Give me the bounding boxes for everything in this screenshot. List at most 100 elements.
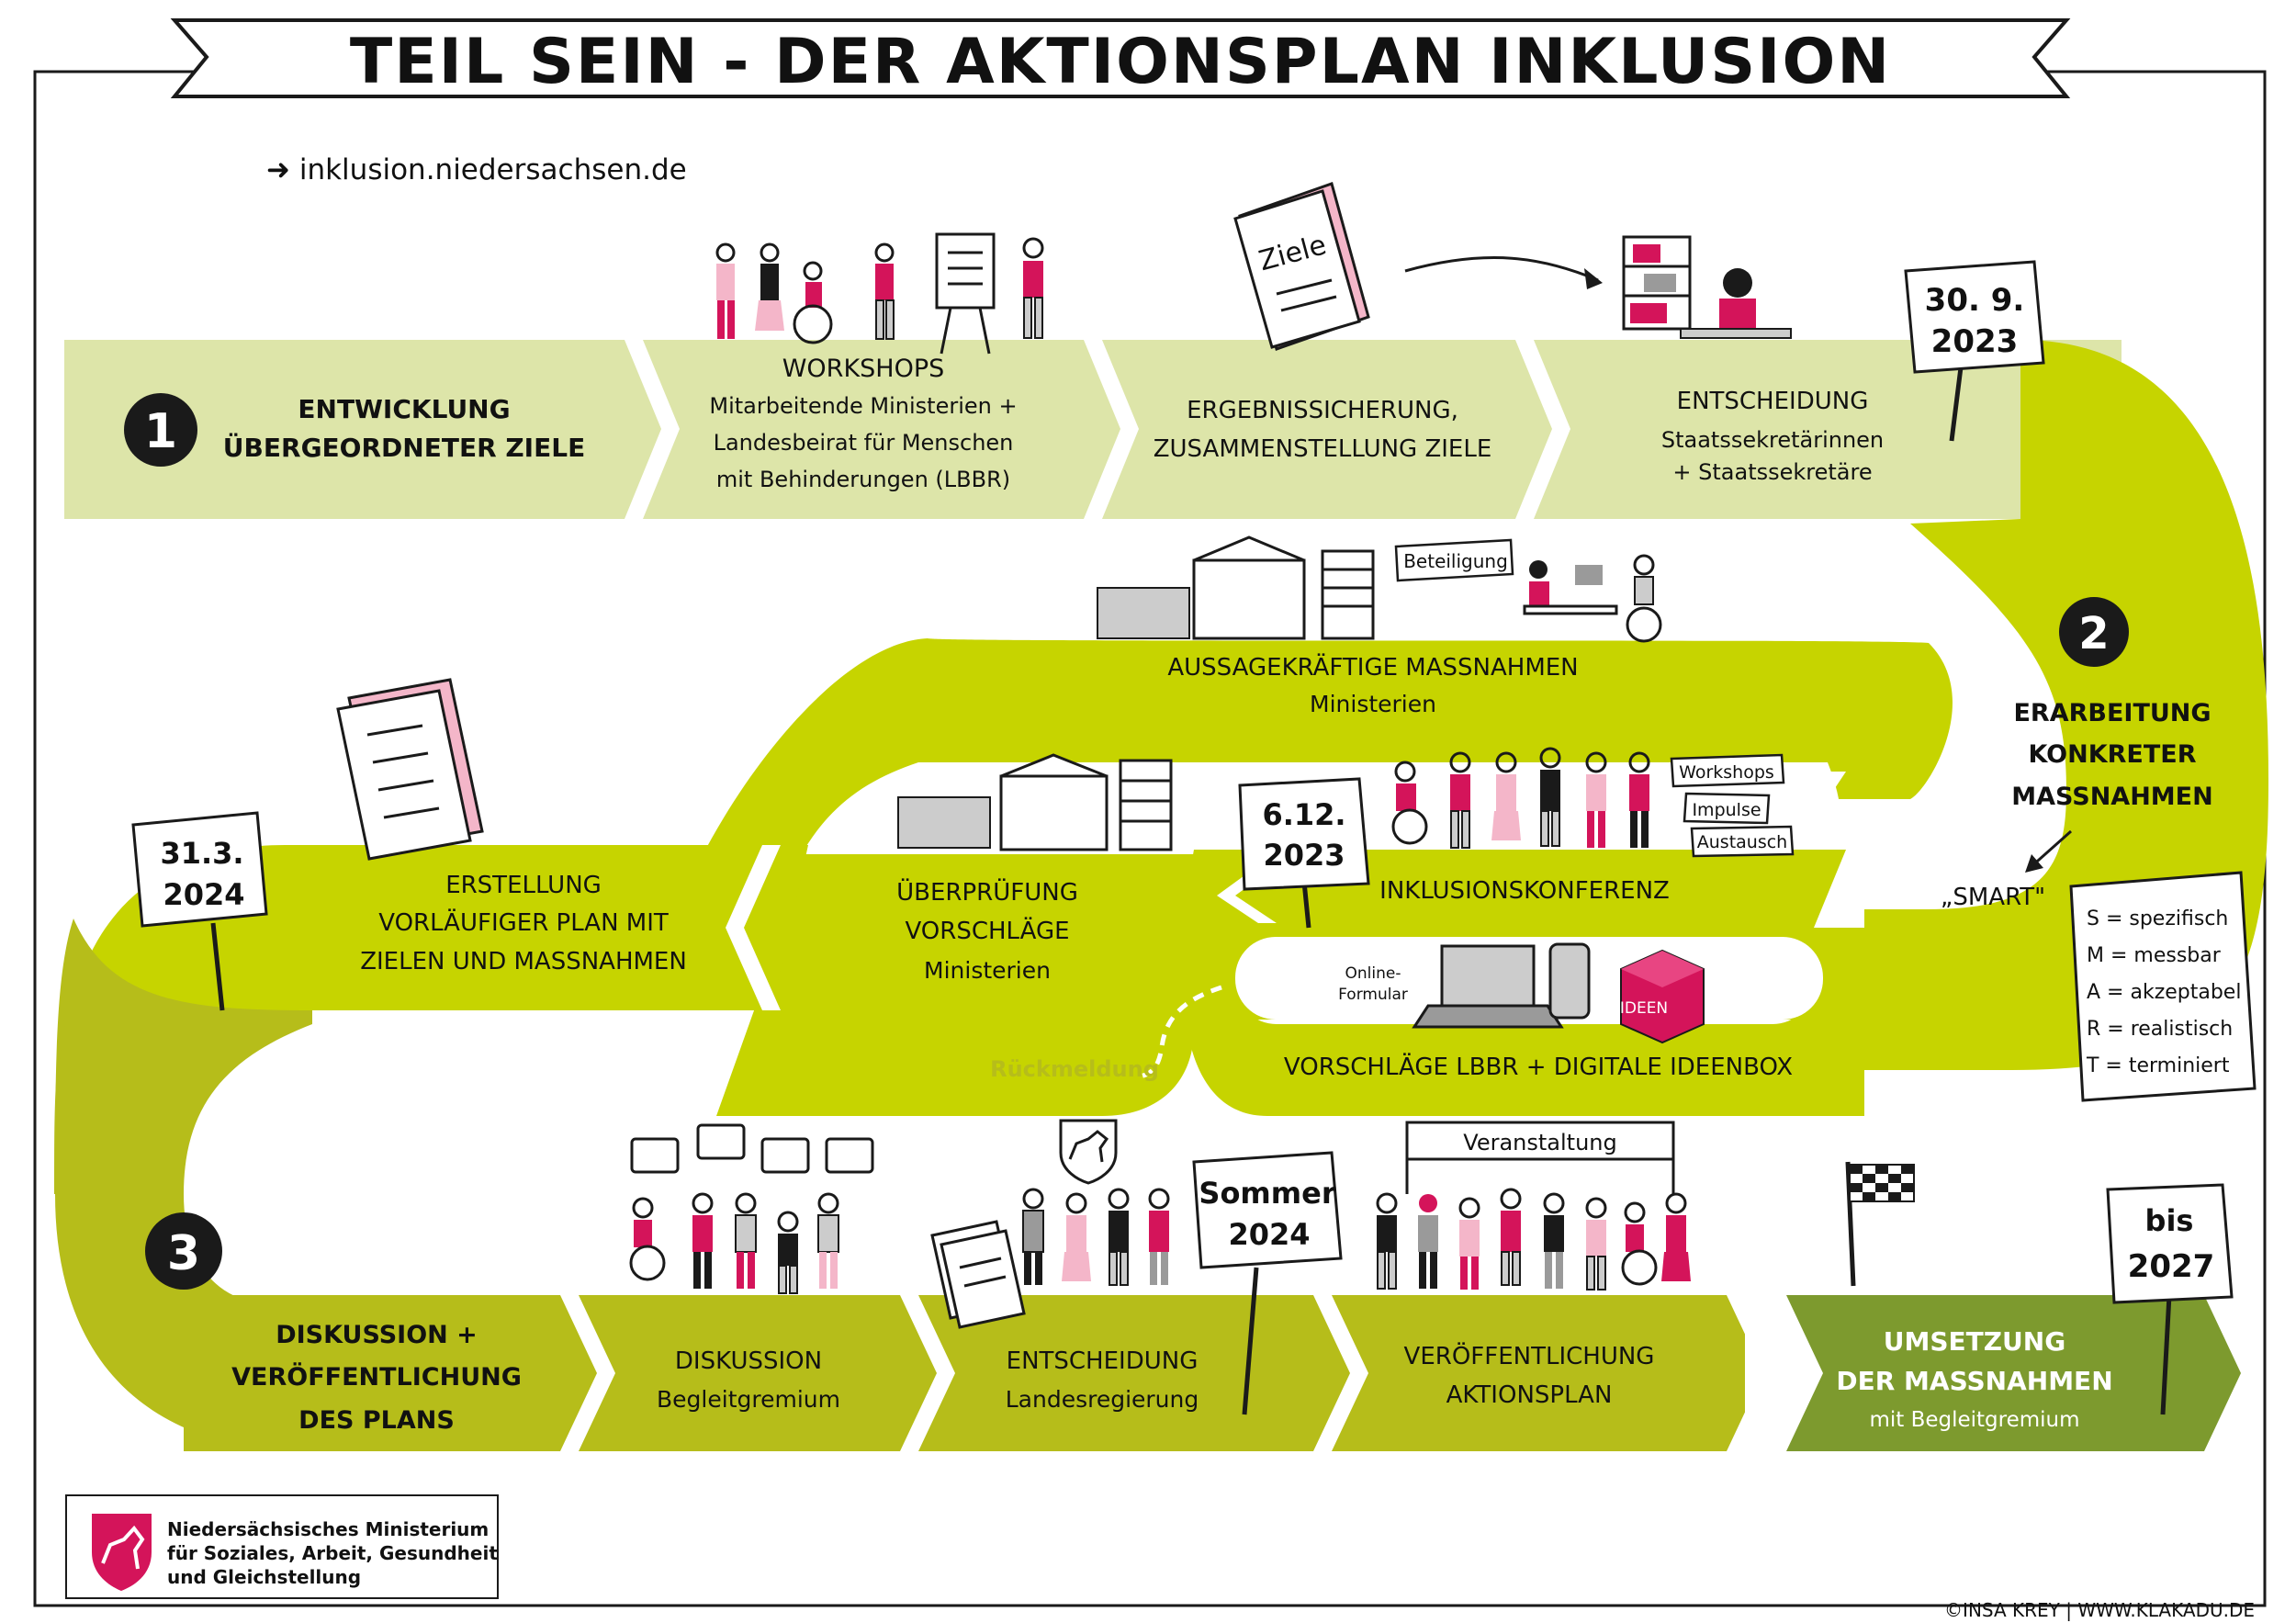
date-sign-sommer-2024: Sommer 2024 [1192,1151,1343,1415]
entscheidung3-title: ENTSCHEIDUNG [1007,1347,1199,1375]
phase-2-title-line3: MASSNAHMEN [2011,783,2212,811]
ministry-name-line2: für Soziales, Arbeit, Gesundheit [167,1542,498,1564]
phase-3: 3 DISKUSSION + VERÖFFENTLICHUNG DES PLAN… [145,1119,2234,1435]
ergebnis-line1: ERGEBNISSICHERUNG, [1187,397,1458,424]
ministry-buildings-icon [1097,535,1375,640]
date-sign-bis-2027: bis 2027 [2106,1183,2234,1415]
workshops-line1: Mitarbeitende Ministerien + [709,393,1017,419]
documents-icon [930,1220,1026,1329]
government-people-icon [1022,1188,1170,1286]
diskussion-title: DISKUSSION [675,1347,822,1375]
date-sign-31-3-2024: 31.3. 2024 [131,811,268,1011]
workshops-line2: Landesbeirat für Menschen [714,430,1014,456]
entscheidung1-line1: Staatssekretärinnen [1661,427,1884,453]
date-sign-30-9-line1: 30. 9. [1925,282,2025,319]
smart-item: T = terminiert [2086,1054,2230,1077]
phase-3-title-line3: DES PLANS [298,1406,455,1435]
ministry-buildings-2-icon [897,753,1173,851]
bis-sign-line2: 2027 [2128,1248,2215,1285]
ideas-box-label: IDEEN [1620,999,1668,1018]
pruefung-line2: VORSCHLÄGE [905,916,1069,945]
beteiligung-tag: Beteiligung [1403,550,1508,572]
date-sign-30-9-2023: 30. 9. 2023 [1904,260,2045,442]
konferenz-title: INKLUSIONSKONFERENZ [1379,877,1670,905]
entscheidung1-title: ENTSCHEIDUNG [1677,388,1869,415]
erstellung-sign-line1: 31.3. [160,836,243,871]
erstellung-sign-line2: 2024 [163,877,244,912]
pruefung-sub: Ministerien [924,957,1051,984]
smart-label: „SMART" [1941,884,2045,911]
date-sign-6-12-2023: 6.12. 2023 [1238,777,1370,929]
phase-1-number-circle [124,393,197,467]
phase-3-title-line2: VERÖFFENTLICHUNG [231,1361,522,1392]
konferenz-tag: Austausch [1697,832,1787,852]
umsetzung-line2: DER MASSNAHMEN [1836,1366,2112,1396]
online-label-line1: Online- [1345,964,1401,983]
phase-1: 1 ENTWICKLUNG ÜBERGEORDNETER ZIELE WORKS… [124,182,2045,492]
phase-1-title-line1: ENTWICKLUNG [298,394,510,424]
veroeff-line2: AKTIONSPLAN [1446,1381,1613,1409]
erstellung-line1: ERSTELLUNG [445,872,602,899]
diskussion-sub: Begleitgremium [657,1386,840,1413]
konferenz-tag: Workshops [1679,762,1774,783]
event-people-icon [1376,1188,1691,1291]
konferenz-sign-line1: 6.12. [1262,797,1345,832]
umsetzung-line1: UMSETZUNG [1884,1326,2065,1357]
erstellung-line3: ZIELEN UND MASSNAHMEN [360,948,687,975]
title-banner: TEIL SEIN - DER AKTIONSPLAN INKLUSION [170,18,2071,98]
konferenz-tags: Workshops Impulse Austausch [1670,753,1795,858]
ministry-logo-box: Niedersächsisches Ministerium für Sozial… [65,1494,499,1599]
smart-item: S = spezifisch [2087,907,2228,930]
phase-1-title-line2: ÜBERGEORDNETER ZIELE [223,432,585,463]
smart-item: R = realistisch [2087,1018,2233,1041]
smart-card: S = spezifisch M = messbar A = akzeptabe… [2069,871,2257,1102]
phone-icon [1548,942,1591,1020]
erstellung-line2: VORLÄUFIGER PLAN MIT [378,907,669,937]
smart-item: M = messbar [2087,944,2222,967]
vorschlaege-title: VORSCHLÄGE LBBR + DIGITALE IDEENBOX [1284,1052,1793,1081]
feedback-line [1138,985,1222,1079]
sommer-sign-line1: Sommer [1199,1176,1335,1211]
phase-3-title-line1: DISKUSSION + [276,1321,478,1349]
bis-sign-line1: bis [2145,1203,2194,1238]
ideas-box-icon: IDEEN [1620,949,1705,1044]
draft-plan-icon [336,678,484,861]
phase-2-number: 2 [2078,608,2109,659]
arrow-icon [1404,256,1599,282]
sommer-sign-line2: 2024 [1228,1217,1310,1252]
discussion-people-icon [629,1123,874,1294]
phase-2-title-line1: ERARBEITUNG [2013,699,2211,727]
konferenz-sign-line2: 2023 [1263,838,1345,873]
entscheidung3-sub: Landesregierung [1006,1386,1199,1413]
umsetzung-sub: mit Begleitgremium [1869,1408,2079,1432]
goals-book-icon: Ziele [1233,182,1370,351]
pruefung-line1: ÜBERPRÜFUNG [896,877,1078,907]
laptop-icon [1412,944,1564,1029]
event-banner: Veranstaltung [1405,1121,1675,1194]
phase-3-number: 3 [167,1226,200,1281]
smart-item: A = akzeptabel [2087,981,2241,1004]
state-crest-icon [1059,1119,1118,1185]
date-sign-30-9-line2: 2023 [1931,323,2019,360]
workshop-people-icon [715,232,1044,355]
website-link[interactable]: ➜ inklusion.niedersachsen.de [266,153,687,186]
phase-2-title-line2: KONKRETER [2028,740,2196,769]
ministry-name-line3: und Gleichstellung [167,1566,361,1588]
konferenz-tag: Impulse [1692,800,1761,820]
workshops-title: WORKSHOPS [782,355,945,383]
online-label-line2: Formular [1338,986,1408,1004]
massnahmen-title: AUSSAGEKRÄFTIGE MASSNAHMEN [1167,652,1578,682]
decision-maker-icon [1622,235,1792,339]
finish-flag-icon [1845,1161,1915,1287]
phase-1-number: 1 [144,404,177,459]
entscheidung1-line2: + Staatssekretäre [1672,459,1872,485]
workshops-line3: mit Behinderungen (LBBR) [716,467,1010,492]
ergebnis-line2: ZUSAMMENSTELLUNG ZIELE [1154,435,1492,463]
page-title: TEIL SEIN - DER AKTIONSPLAN INKLUSION [350,26,1891,98]
meeting-icon [1523,554,1662,643]
ministry-name-line1: Niedersächsisches Ministerium [167,1518,489,1540]
credit-text: ©INSA KREY | WWW.KLAKADU.DE [1944,1599,2255,1621]
veranstaltung-label: Veranstaltung [1463,1130,1616,1155]
